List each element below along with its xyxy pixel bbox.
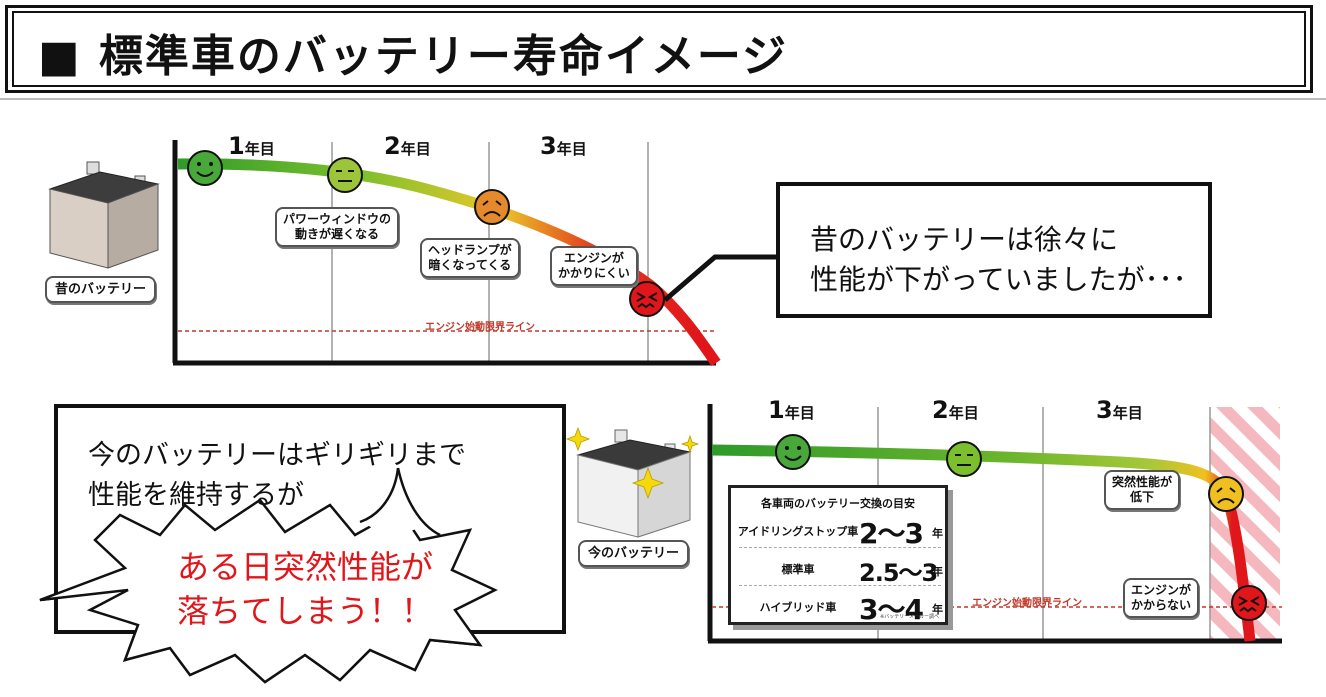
top-chart-axes <box>172 140 716 366</box>
title-frame <box>5 5 1313 93</box>
top-year-3-label: 3年目 <box>540 132 587 160</box>
new-battery-callout-text: 今のバッテリーはギリギリまで 性能を維持するが <box>88 440 466 511</box>
sudden-failure-text: ある日突然性能が 落ちてしまう！！ <box>176 548 433 630</box>
section-divider <box>0 98 1326 100</box>
bottom-degradation-curve <box>711 444 1256 642</box>
smile-face-icon <box>187 150 223 186</box>
table-row: ハイブリッド車 3〜4 年 <box>759 593 943 626</box>
top-year-1-label: 1年目 <box>228 132 275 160</box>
page-title: ■ 標準車のバッテリー寿命イメージ <box>38 31 789 82</box>
title-frame-inner <box>12 11 1306 87</box>
symptom-bubble-engine-start: エンジンが かかりにくい <box>550 246 638 286</box>
symptom-bubble-power-window: パワーウィンドウの 動きが遅くなる <box>275 207 400 247</box>
table-divider <box>739 547 941 548</box>
neutral-face-icon <box>946 441 982 477</box>
battery-icon <box>576 429 692 538</box>
smile-face-icon <box>775 434 811 470</box>
neutral-face-icon <box>327 157 363 193</box>
bottom-limit-line-label: エンジン始動限界ライン <box>972 598 1082 609</box>
worried-face-icon <box>1208 476 1244 512</box>
symptom-bubble-sudden-drop: 突然性能が 低下 <box>1104 470 1181 510</box>
replacement-guide-table: 各車両のバッテリー交換の目安 アイドリングストップ車 2〜3 年 標準車 2.5… <box>728 485 948 626</box>
table-title: 各車両のバッテリー交換の目安 <box>761 497 915 510</box>
distressed-face-icon <box>1231 585 1267 621</box>
top-limit-line-label: エンジン始動限界ライン <box>425 322 535 333</box>
sparkle-icon <box>565 426 700 500</box>
table-divider <box>739 585 941 586</box>
table-footnote: ※バッテリーメーカー調べ <box>880 614 939 620</box>
bottom-chart-axes <box>707 404 1282 644</box>
top-callout-pointer <box>663 254 780 302</box>
worried-face-icon <box>474 189 510 225</box>
bottom-year-2-label: 2年目 <box>932 396 979 424</box>
top-degradation-curve <box>177 158 721 367</box>
table-row: 標準車 2.5〜3 年 <box>781 559 944 587</box>
battery-icon <box>48 161 160 269</box>
new-battery-label: 今のバッテリー <box>578 540 690 567</box>
table-row: アイドリングストップ車 2〜3 年 <box>737 517 943 550</box>
bottom-year-3-label: 3年目 <box>1096 396 1143 424</box>
symptom-bubble-no-start: エンジンが かからない <box>1123 578 1200 618</box>
old-battery-label: 昔のバッテリー <box>45 276 157 303</box>
top-year-2-label: 2年目 <box>384 132 431 160</box>
symptom-bubble-headlamp: ヘッドランプが 暗くなってくる <box>420 238 520 278</box>
distressed-face-icon <box>629 281 665 317</box>
old-battery-callout: 昔のバッテリーは徐々に 性能が下がっていましたが･･･ <box>776 182 1212 318</box>
bottom-year-1-label: 1年目 <box>768 396 815 424</box>
